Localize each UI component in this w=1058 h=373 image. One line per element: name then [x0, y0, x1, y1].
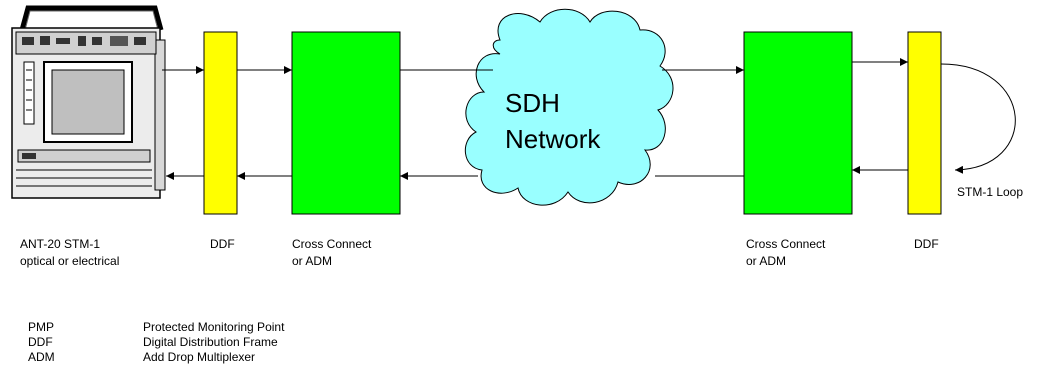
tester-label-line2: optical or electrical — [20, 254, 120, 268]
legend-abbr-adm: ADM — [28, 350, 55, 364]
network-label-line2: Network — [505, 124, 601, 154]
cc-right-label-line1: Cross Connect — [746, 237, 826, 251]
adm-left-block — [291, 31, 401, 215]
cc-left-label-line1: Cross Connect — [292, 237, 372, 251]
legend-desc-pmp: Protected Monitoring Point — [143, 320, 285, 334]
ddf-left-label: DDF — [210, 237, 235, 251]
cloud-icon — [464, 8, 674, 206]
adm-right-block — [743, 31, 853, 215]
legend-abbr-ddf: DDF — [28, 335, 53, 349]
legend-desc-ddf: Digital Distribution Frame — [143, 335, 278, 349]
cc-right-label-line2: or ADM — [746, 254, 787, 268]
stm1-loop-arc — [940, 63, 1016, 174]
legend-desc-adm: Add Drop Multiplexer — [143, 350, 256, 364]
test-instrument-icon — [11, 5, 166, 199]
ddf-right-label: DDF — [914, 237, 939, 251]
cc-left-label-line2: or ADM — [292, 254, 333, 268]
ddf-right-block — [907, 31, 942, 215]
legend-abbr-pmp: PMP — [28, 320, 55, 334]
tester-label-line1: ANT-20 STM-1 — [20, 237, 101, 251]
network-label-line1: SDH — [505, 88, 560, 118]
loop-label: STM-1 Loop — [957, 185, 1024, 199]
ddf-left-block — [203, 31, 238, 215]
